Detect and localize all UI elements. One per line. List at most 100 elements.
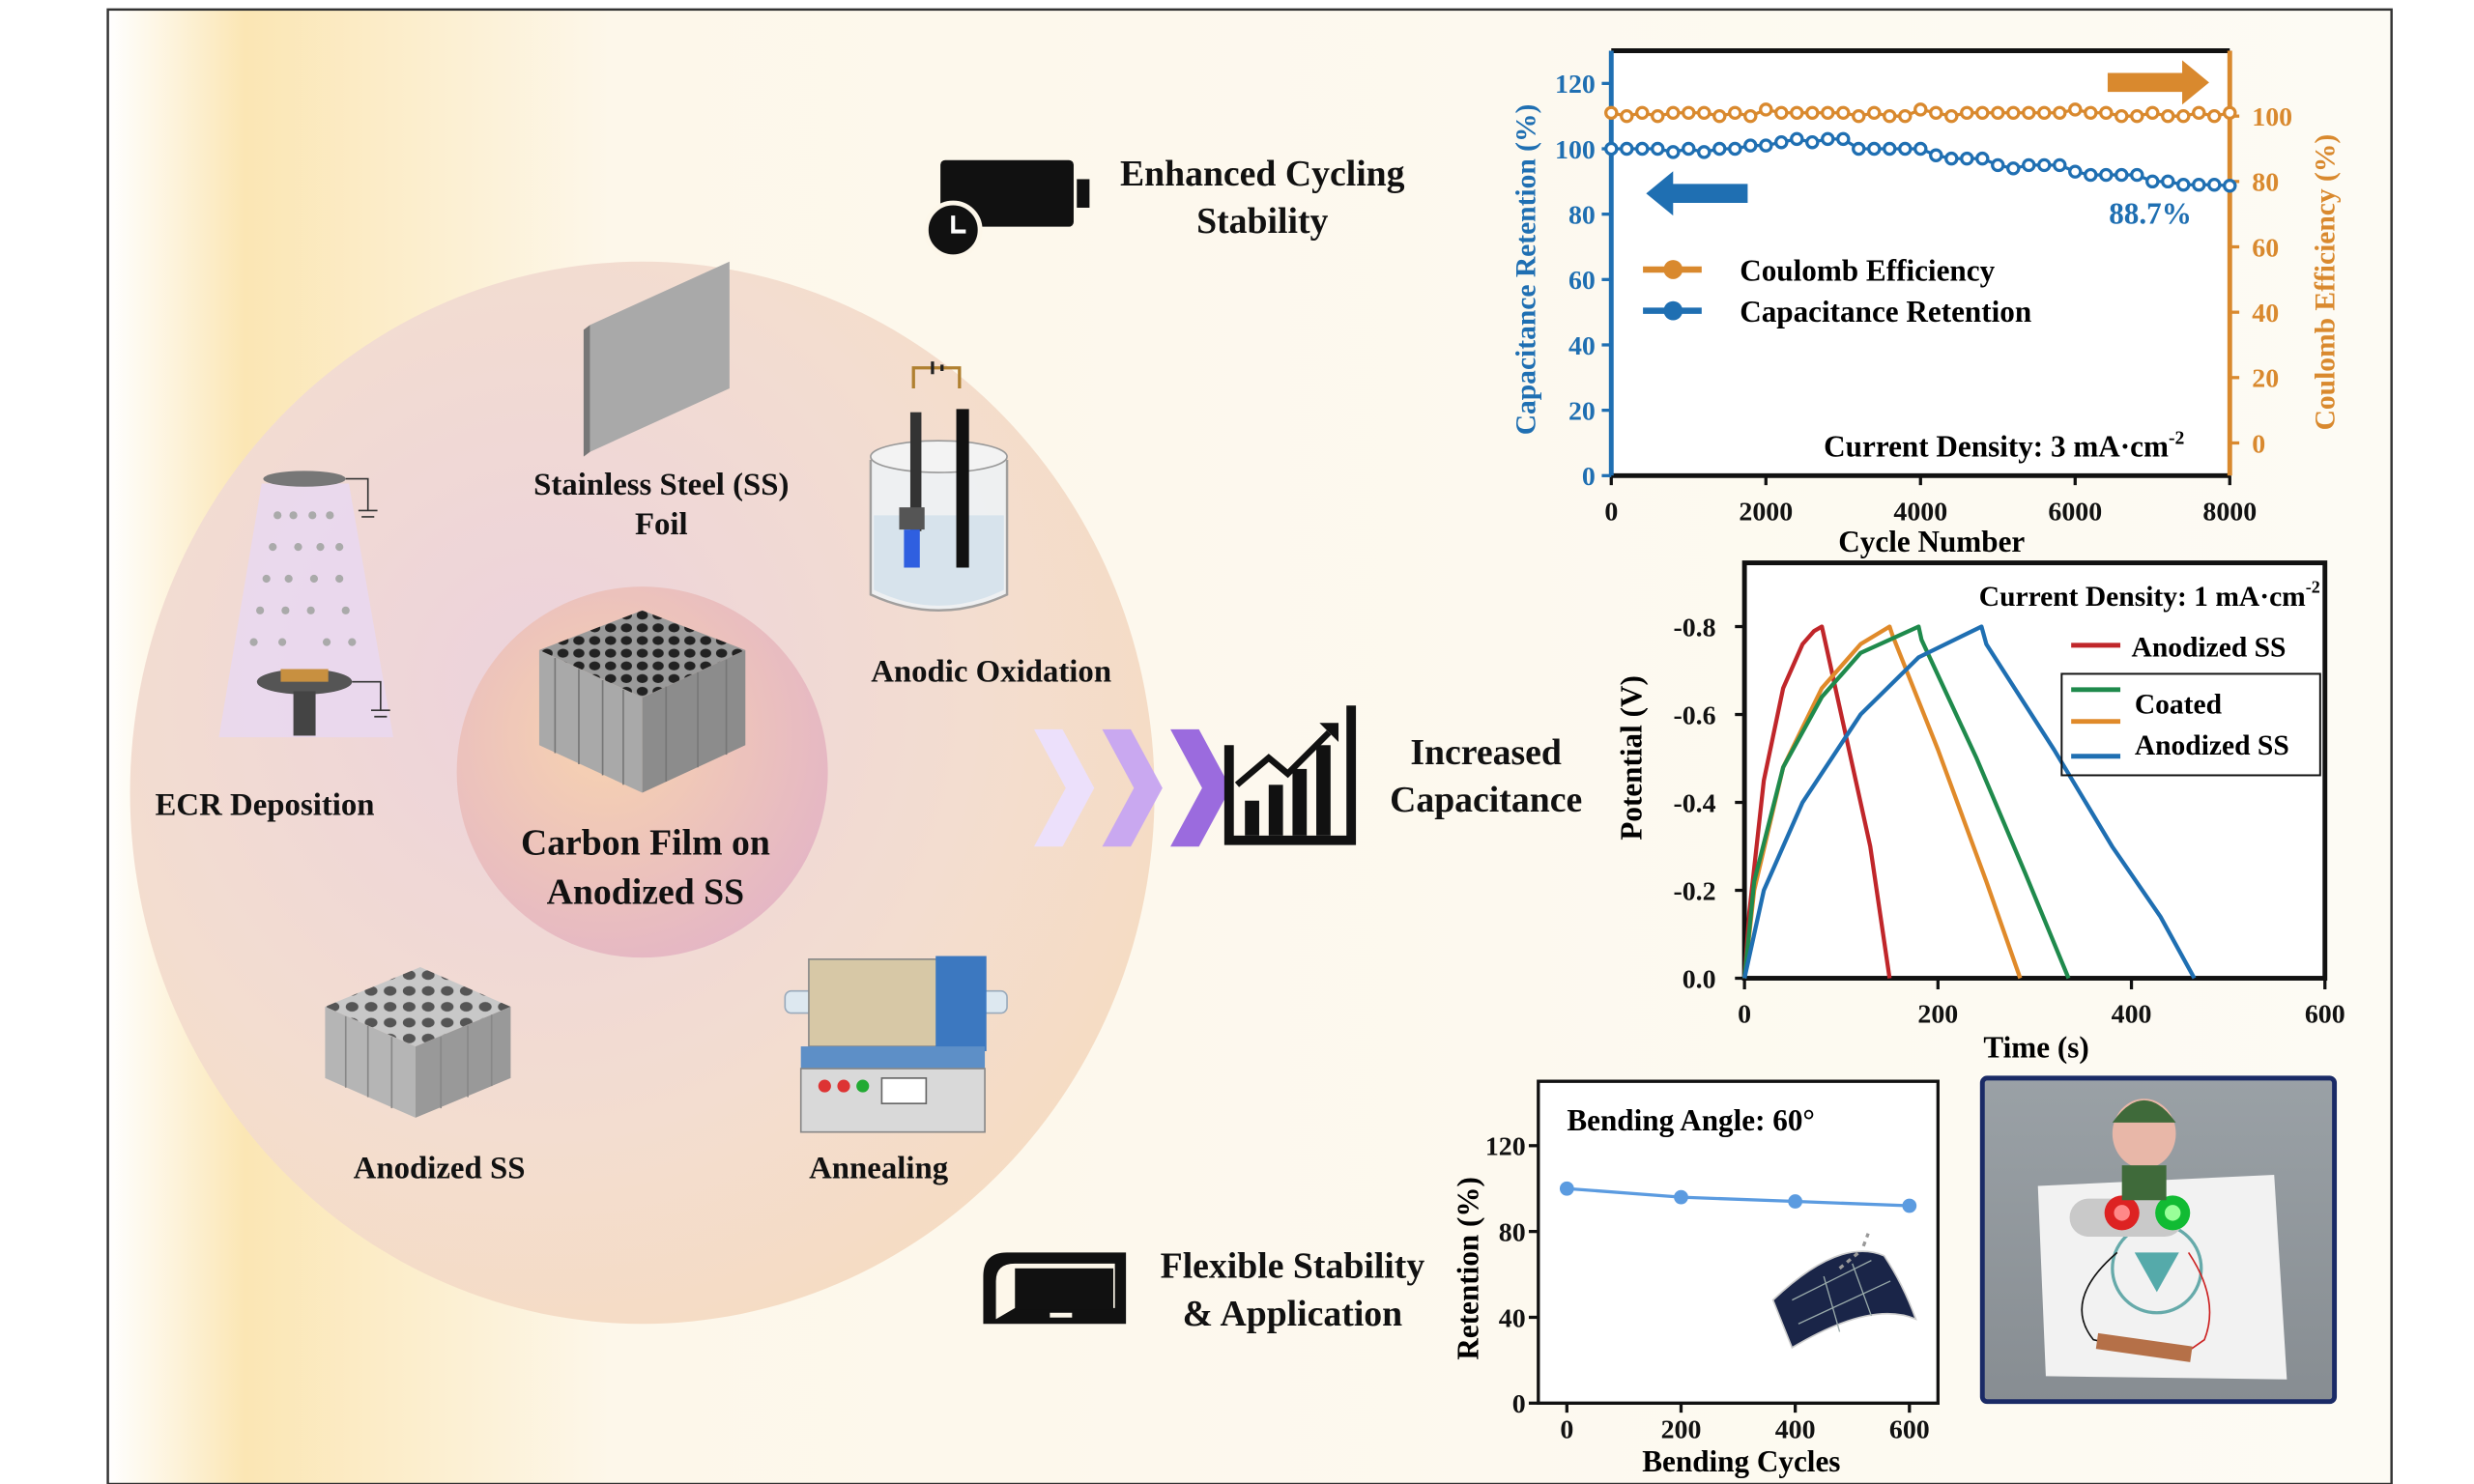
data-point	[1651, 108, 1665, 124]
x-tick-label: 2000	[1739, 497, 1793, 527]
data-point	[1788, 1194, 1803, 1209]
y-tick-label: -0.4	[1673, 788, 1715, 818]
data-point	[1975, 151, 1990, 166]
data-point	[1774, 105, 1789, 121]
data-point	[2192, 177, 2206, 192]
x-tick-label: 600	[1889, 1414, 1930, 1444]
label-anodized-ss: Anodized SS	[354, 1151, 526, 1185]
data-point	[1697, 145, 1712, 159]
data-point	[1991, 105, 2005, 121]
data-point	[2053, 157, 2067, 173]
label-cycling-title-2: Stability	[1196, 201, 1328, 242]
anodized-ss-structure-icon	[325, 967, 511, 1118]
data-point	[2022, 105, 2036, 121]
data-point	[1898, 141, 1913, 157]
x-tick-label: 200	[1917, 999, 1958, 1029]
y-tick-label: -0.6	[1673, 700, 1715, 730]
data-point	[2114, 108, 2129, 124]
legend-coated: Coated	[2135, 689, 2223, 720]
retention-line	[1567, 1186, 1910, 1208]
y-tick-label-left: 120	[1555, 70, 1596, 100]
data-point	[2006, 105, 2021, 121]
data-point	[1867, 141, 1882, 157]
data-point	[1728, 141, 1742, 157]
x-tick-label: 8000	[2202, 497, 2257, 527]
x-axis-title: Bending Cycles	[1642, 1444, 1840, 1478]
data-point	[1774, 135, 1789, 150]
data-point	[2068, 102, 2083, 117]
data-point	[2099, 105, 2114, 121]
data-point	[1960, 105, 1974, 121]
tube-furnace-icon	[784, 956, 1008, 1133]
left-axis-arrow	[1646, 171, 1748, 216]
data-point	[2207, 177, 2222, 192]
data-point	[1991, 157, 2005, 173]
data-point	[1743, 138, 1758, 153]
data-point	[2130, 108, 2144, 124]
data-point	[2084, 105, 2098, 121]
data-point	[1929, 148, 1943, 162]
x-axis-title: Time (s)	[1983, 1031, 2088, 1065]
label-ecr-deposition: ECR Deposition	[156, 787, 375, 822]
data-point	[1682, 105, 1696, 121]
y-tick-label: 40	[1499, 1303, 1526, 1333]
final-retention-label: 88.7%	[2109, 196, 2192, 230]
data-point	[1913, 102, 1928, 117]
data-point	[1960, 151, 1974, 166]
gcd-curve	[1742, 624, 1892, 979]
data-point	[1651, 141, 1665, 157]
label-ss-foil-2: Foil	[635, 507, 688, 542]
growth-chart-icon	[1223, 705, 1357, 845]
y-tick-label-left: 20	[1568, 396, 1596, 426]
y-tick-label: 0	[1512, 1389, 1526, 1419]
x-axis-title: Cycle Number	[1838, 525, 2025, 558]
data-point	[1821, 131, 1835, 147]
label-anodic-oxidation: Anodic Oxidation	[871, 655, 1111, 690]
bending-angle-label: Bending Angle: 60°	[1567, 1103, 1815, 1137]
y-tick-label-right: 0	[2252, 429, 2265, 459]
data-point	[1975, 105, 1990, 121]
data-point	[1929, 105, 1943, 121]
data-point	[1743, 108, 1758, 124]
data-point	[1790, 105, 1804, 121]
y-tick-label-left: 0	[1582, 462, 1596, 492]
legend-box	[2060, 672, 2321, 777]
data-point	[1821, 105, 1835, 121]
data-point	[2068, 164, 2083, 179]
data-point	[1836, 105, 1851, 121]
y-tick-label-right: 80	[2252, 168, 2279, 198]
x-tick-label: 400	[1775, 1414, 1816, 1444]
data-point	[1867, 105, 1882, 121]
ecr-deposition-icon	[218, 471, 393, 738]
current-density-label: Current Density: 1 mA·cm-2	[1979, 578, 2320, 613]
data-point	[2099, 167, 2114, 183]
x-tick-label: 0	[1560, 1414, 1573, 1444]
legend-coulomb: Coulomb Efficiency	[1740, 253, 1995, 287]
data-point	[1902, 1198, 1917, 1213]
x-tick-label: 600	[2305, 999, 2345, 1029]
data-point	[1852, 108, 1866, 124]
y-axis-title-right: Coulomb Efficiency (%)	[2311, 134, 2342, 431]
data-point	[1604, 105, 1619, 121]
data-point	[1635, 141, 1650, 157]
y-tick-label: 120	[1485, 1132, 1526, 1162]
y-tick-label-right: 60	[2252, 233, 2279, 263]
data-point	[2037, 105, 2052, 121]
y-tick-label: -0.2	[1673, 876, 1715, 906]
data-point	[1559, 1181, 1574, 1196]
y-axis-title-left: Capacitance Retention (%)	[1511, 104, 1542, 436]
current-density-label: Current Density: 3 mA·cm-2	[1824, 427, 2184, 463]
x-tick-label: 0	[1604, 497, 1618, 527]
data-point	[1666, 145, 1681, 159]
legend-retention: Capacitance Retention	[1740, 295, 2031, 328]
data-point	[1712, 108, 1727, 124]
data-point	[1913, 141, 1928, 157]
y-tick-label-left: 80	[1568, 201, 1596, 231]
legend-anodized-ss: Anodized SS	[2132, 632, 2287, 663]
data-point	[1604, 141, 1619, 157]
data-point	[1883, 108, 1897, 124]
legend: Coulomb Efficiency Capacitance Retention	[1643, 253, 2031, 328]
y-tick-label-right: 40	[2252, 299, 2279, 328]
